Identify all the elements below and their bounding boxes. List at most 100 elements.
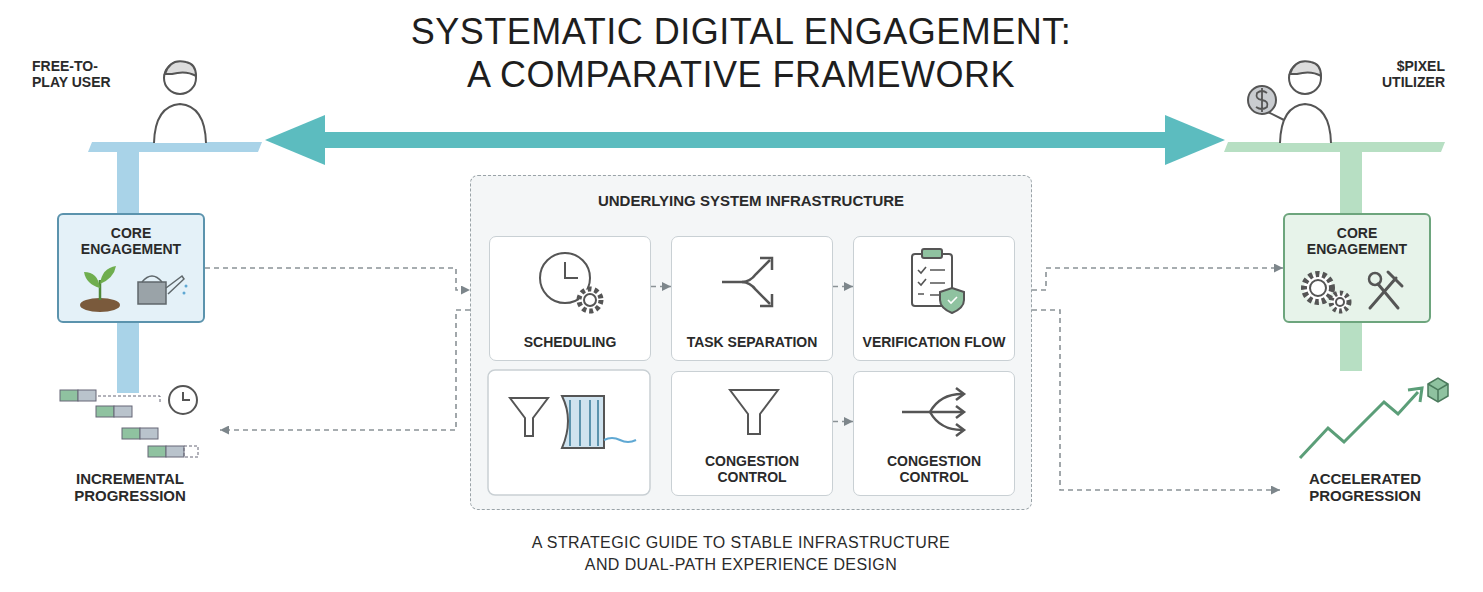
- watering-can-icon: [142, 276, 162, 282]
- tools-icon: [1388, 272, 1402, 286]
- watering-can-icon: [185, 285, 188, 288]
- empty-card: [510, 398, 548, 436]
- progress-blocks: [98, 396, 160, 402]
- utilizer-figure: [1289, 62, 1321, 94]
- growth-arrow: [1300, 392, 1418, 458]
- left-pipe: [88, 142, 262, 152]
- watering-can-icon: [138, 282, 166, 304]
- comparison-arrow: [265, 132, 1225, 148]
- multi-arrow-icon: [930, 394, 962, 412]
- tools-icon: [1378, 284, 1398, 308]
- split-arrow-icon: [760, 294, 772, 306]
- engagement-box: CORE ENGAGEMENT: [1283, 213, 1431, 323]
- utilizer-figure: [1290, 61, 1321, 76]
- progression-panel: ACCELERATED PROGRESSION: [1280, 370, 1450, 510]
- split-arrow-icon: [742, 282, 770, 304]
- growth-arrow: [1428, 384, 1448, 402]
- node-label: CORE ENGAGEMENT: [1293, 225, 1421, 257]
- plant-icon: [80, 298, 120, 312]
- node-label: CONGESTION CONTROL: [678, 453, 826, 485]
- node-label: UNDERLYING SYSTEM INFRASTRUCTURE: [598, 192, 904, 209]
- user-figure: [164, 62, 196, 94]
- multi-arrow-icon: [902, 388, 964, 436]
- growth-arrow: [1428, 378, 1448, 402]
- growth-arrow: [1300, 378, 1448, 458]
- clock-gear-icon: [540, 253, 601, 311]
- multi-arrow-icon: [930, 412, 962, 430]
- progress-blocks: [183, 392, 190, 400]
- empty-card: [562, 396, 604, 448]
- user-actor: FREE-TO-PLAY USER: [28, 52, 265, 144]
- node-label: FREE-TO-PLAY USER: [28, 52, 162, 90]
- user-figure: [154, 61, 206, 143]
- node-label: CONGESTION CONTROL: [860, 453, 1008, 485]
- flow-connector: [833, 421, 853, 423]
- gears-icon: [1310, 280, 1326, 296]
- node-label: TASK SEPARATION: [687, 334, 818, 350]
- engagement-box: CORE ENGAGEMENT: [57, 213, 205, 323]
- flow-connector: [1032, 268, 1283, 290]
- flow-connector: [205, 268, 470, 290]
- progress-blocks: [60, 386, 198, 457]
- node-label: VERIFICATION FLOW: [863, 334, 1006, 350]
- watering-can-icon: [183, 292, 186, 295]
- plant-icon: [80, 266, 120, 312]
- multi-arrow-icon: [956, 388, 964, 436]
- watering-can-icon: [166, 276, 184, 294]
- node-label: CORE ENGAGEMENT: [67, 225, 195, 257]
- plant-icon: [84, 272, 100, 288]
- left-pipe: [117, 321, 139, 393]
- clipboard-icon: [948, 297, 957, 303]
- progress-blocks: [166, 446, 184, 457]
- tools-icon: [1370, 278, 1396, 308]
- flow-connector: [1032, 310, 1280, 490]
- flow-connector: [651, 286, 671, 288]
- connector-layer: [205, 140, 1283, 490]
- gears-icon: [1304, 274, 1332, 302]
- funnel-icon: [730, 390, 778, 434]
- progress-blocks: [96, 406, 114, 417]
- right-pipe: [1224, 142, 1445, 152]
- system-card: TASK SEPARATION: [671, 236, 833, 361]
- right-pipe: [1340, 150, 1362, 215]
- node-label: ACCELERATED PROGRESSION: [1284, 470, 1446, 505]
- progress-blocks: [169, 386, 197, 414]
- utilizer-figure: [1256, 88, 1267, 112]
- right-pipe: [1224, 142, 1445, 371]
- right-pipe: [1340, 321, 1362, 371]
- gears-icon: [1304, 274, 1349, 311]
- empty-card: [604, 438, 636, 442]
- clipboard-icon: [922, 249, 942, 258]
- multi-arrow-icon: [930, 411, 962, 414]
- left-pipe: [117, 150, 139, 215]
- split-arrow-icon: [760, 258, 772, 270]
- flow-connector: [833, 286, 853, 288]
- clock-gear-icon: [579, 289, 601, 311]
- clock-gear-icon: [584, 294, 596, 306]
- clipboard-icon: [940, 288, 964, 313]
- tools-icon: [1369, 272, 1402, 308]
- utilizer-figure: [1268, 112, 1284, 120]
- progress-blocks: [60, 390, 78, 401]
- utilizer-figure: [1248, 61, 1331, 143]
- growth-arrow: [1408, 388, 1422, 402]
- utilizer-figure: [1280, 104, 1331, 143]
- diagram-caption: A STRATEGIC GUIDE TO STABLE INFRASTRUCTU…: [491, 532, 991, 575]
- node-label: SCHEDULING: [524, 334, 617, 350]
- tools-icon: [1369, 273, 1381, 285]
- utilizer-figure: [1248, 86, 1276, 114]
- clipboard-icon: [912, 249, 964, 313]
- empty-card: [488, 370, 650, 495]
- split-arrow-icon: [722, 260, 770, 282]
- clock-gear-icon: [565, 262, 578, 278]
- multi-arrow-icon: [902, 411, 930, 414]
- progress-blocks: [114, 406, 132, 417]
- split-arrow-icon: [722, 258, 772, 306]
- gears-icon: [1336, 298, 1344, 306]
- empty-card: [570, 400, 598, 446]
- user-figure: [154, 104, 206, 143]
- funnel-icon: [730, 390, 778, 434]
- empty-card: [488, 370, 650, 495]
- gears-icon: [1331, 293, 1349, 311]
- progress-blocks: [140, 428, 158, 439]
